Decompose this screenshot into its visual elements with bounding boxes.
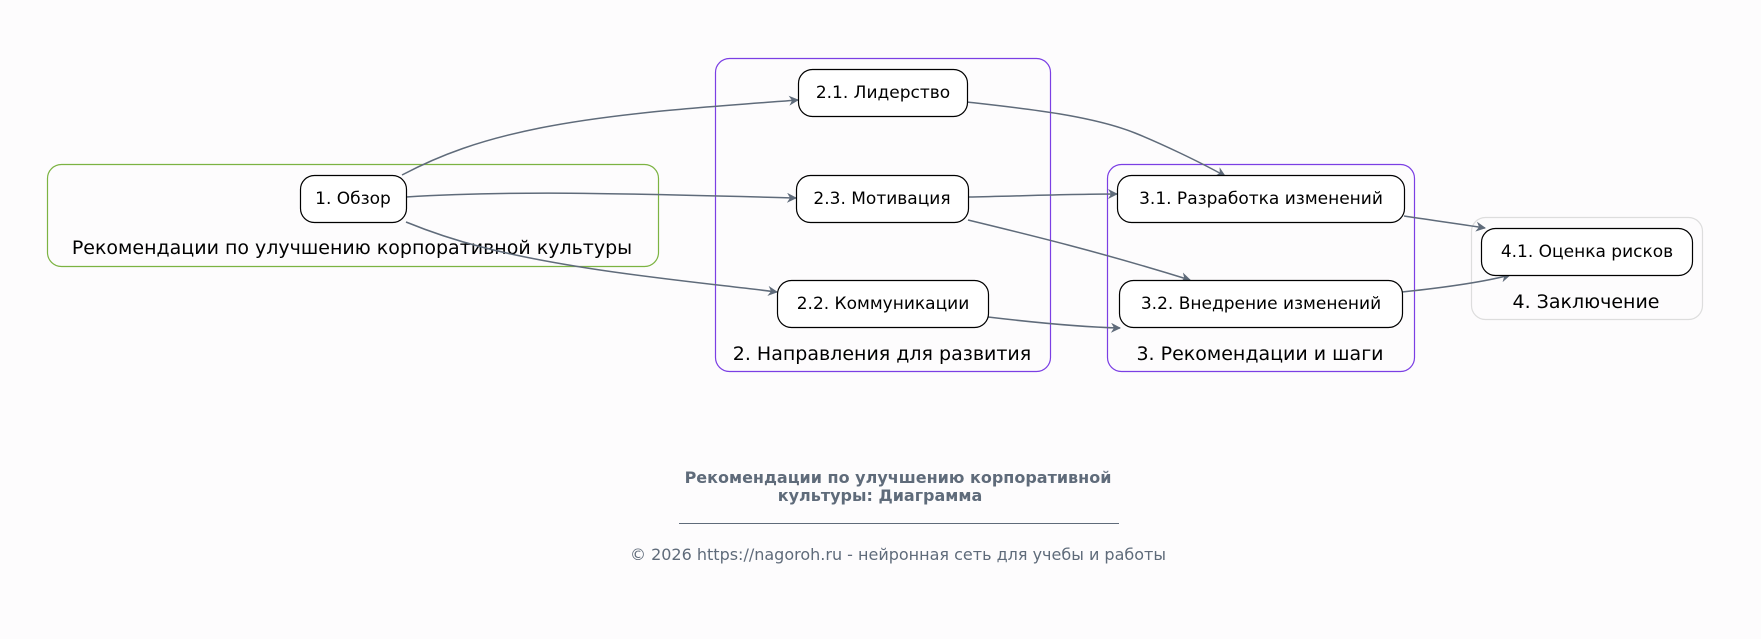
node-communications[interactable]: 2.2. Коммуникации: [776, 279, 990, 329]
node-overview[interactable]: 1. Обзор: [299, 174, 408, 224]
node-change-development[interactable]: 3.1. Разработка изменений: [1116, 174, 1406, 224]
edge-23-31: [967, 189, 1118, 200]
cluster-label: 3. Рекомендации и шаги: [1136, 343, 1383, 365]
node-label: 2.3. Мотивация: [813, 189, 950, 209]
diagram-title-line2: культуры: Диаграмма: [778, 486, 983, 505]
node-label: 3.2. Внедрение изменений: [1141, 294, 1381, 314]
footer-credit: © 2026 https://nagoroh.ru - нейронная се…: [630, 545, 1166, 564]
node-label: 2.2. Коммуникации: [797, 294, 970, 314]
edges: [401, 95, 1511, 333]
edge-32-41: [1401, 272, 1511, 293]
cluster-overview: Рекомендации по улучшению корпоративной …: [46, 163, 660, 268]
cluster-directions: 2. Направления для развития: [714, 57, 1052, 373]
diagram-title-line1: Рекомендации по улучшению корпоративной: [685, 468, 1112, 487]
node-label: 2.1. Лидерство: [816, 83, 950, 103]
node-risk-assessment[interactable]: 4.1. Оценка рисков: [1480, 227, 1694, 277]
edge-1-22: [405, 221, 778, 296]
cluster-recommendations: 3. Рекомендации и шаги: [1106, 163, 1416, 373]
edge-31-41: [1403, 215, 1486, 232]
cluster-conclusion: 4. Заключение: [1470, 216, 1704, 321]
node-leadership[interactable]: 2.1. Лидерство: [797, 68, 969, 118]
edge-22-32: [987, 316, 1121, 333]
node-label: 3.1. Разработка изменений: [1139, 189, 1383, 209]
node-label: 1. Обзор: [315, 189, 391, 209]
edge-1-21: [401, 95, 799, 176]
node-motivation[interactable]: 2.3. Мотивация: [795, 174, 970, 224]
edge-1-23: [405, 192, 797, 203]
edge-23-32: [967, 219, 1191, 283]
cluster-label: 2. Направления для развития: [733, 343, 1031, 365]
node-change-implementation[interactable]: 3.2. Внедрение изменений: [1118, 279, 1404, 329]
node-label: 4.1. Оценка рисков: [1501, 242, 1673, 262]
edge-21-31: [966, 101, 1226, 177]
cluster-label: Рекомендации по улучшению корпоративной …: [72, 237, 632, 259]
cluster-label: 4. Заключение: [1513, 291, 1660, 313]
